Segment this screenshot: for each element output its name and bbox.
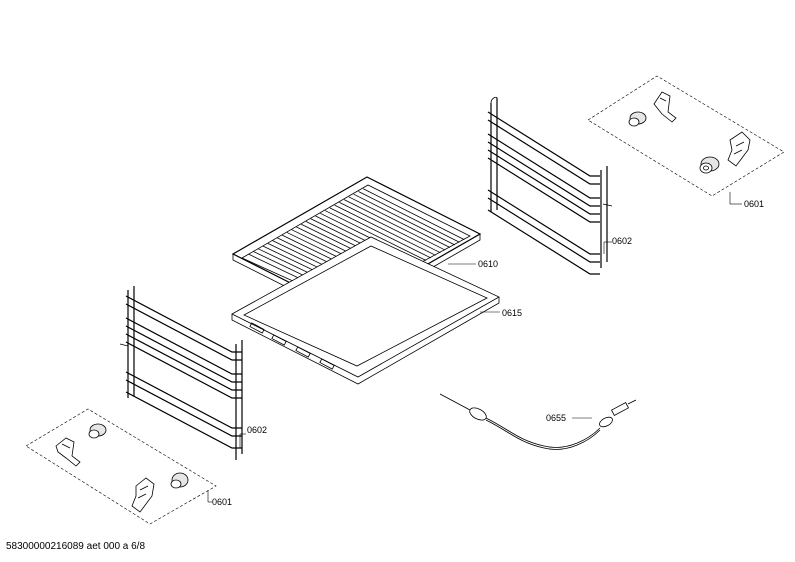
- kit-outline-dashed: [25, 408, 217, 525]
- part-label-0602-left: 0602: [247, 425, 267, 435]
- part-label-0601-bottom: 0601: [212, 497, 232, 507]
- rack-wire: [339, 202, 441, 254]
- bracket-part: [55, 437, 81, 467]
- document-id: 58300000216089 aet 000 a 6/8: [6, 541, 146, 552]
- clip-kit-bottom-left: [25, 408, 217, 525]
- plug-part-2: [170, 472, 189, 489]
- temperature-probe: [439, 393, 637, 450]
- part-label-0602-right: 0602: [612, 236, 632, 246]
- clip-kit-top-right: [587, 75, 785, 205]
- rack-wire: [358, 191, 460, 243]
- rack-wire: [324, 210, 427, 261]
- kit-outline-dashed: [587, 75, 785, 197]
- plug-part: [628, 111, 647, 127]
- rack-wire: [363, 188, 465, 240]
- clip-part: [131, 477, 155, 513]
- clip-part: [727, 131, 751, 167]
- part-label-0610: 0610: [478, 259, 498, 269]
- plug-part-2: [699, 156, 720, 174]
- part-label-0655: 0655: [546, 413, 566, 423]
- shelf-support-right: [487, 96, 613, 275]
- part-label-0601-top: 0601: [744, 199, 764, 209]
- rack-wire: [353, 193, 455, 246]
- shelf-support-left: [119, 286, 243, 460]
- rack-wire: [343, 199, 446, 251]
- part-label-0615: 0615: [502, 308, 522, 318]
- baking-tray: [231, 236, 500, 385]
- rack-wire: [334, 204, 436, 256]
- plug-part: [88, 423, 107, 439]
- rack-wire: [348, 196, 451, 248]
- bracket-part: [653, 91, 677, 123]
- rack-wire: [329, 207, 432, 259]
